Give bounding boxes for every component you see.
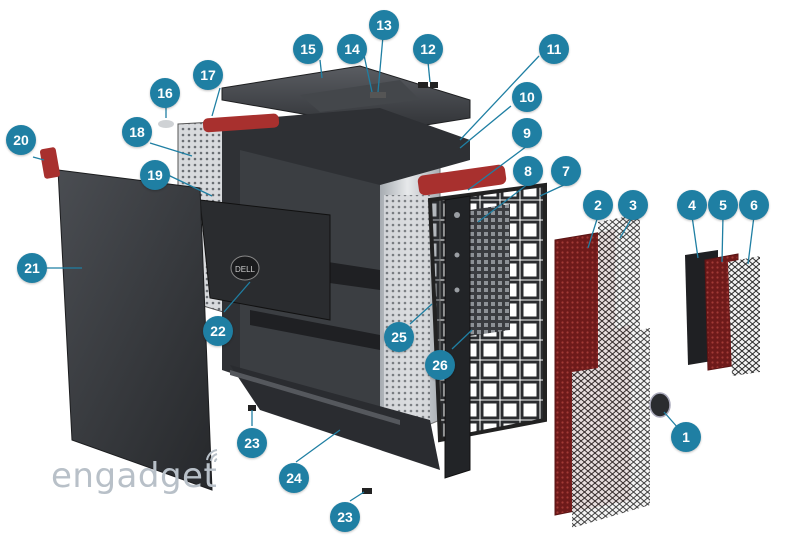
callout-21: 21 bbox=[17, 253, 47, 283]
callout-26: 26 bbox=[425, 350, 455, 380]
callout-23b: 23 bbox=[330, 502, 360, 532]
callout-19: 19 bbox=[140, 160, 170, 190]
callout-18: 18 bbox=[122, 117, 152, 147]
engadget-watermark: engadget bbox=[51, 456, 218, 496]
callout-7: 7 bbox=[551, 156, 581, 186]
callout-23a: 23 bbox=[237, 428, 267, 458]
callout-25: 25 bbox=[384, 322, 414, 352]
callout-5: 5 bbox=[708, 190, 738, 220]
callout-24: 24 bbox=[279, 463, 309, 493]
callout-22: 22 bbox=[203, 316, 233, 346]
callout-20: 20 bbox=[6, 125, 36, 155]
callout-4: 4 bbox=[677, 190, 707, 220]
callout-11: 11 bbox=[539, 34, 569, 64]
callout-12: 12 bbox=[413, 34, 443, 64]
callout-15: 15 bbox=[293, 34, 323, 64]
callout-17: 17 bbox=[193, 60, 223, 90]
callout-1: 1 bbox=[671, 422, 701, 452]
callout-8: 8 bbox=[513, 156, 543, 186]
wifi-icon bbox=[206, 449, 218, 463]
callout-3: 3 bbox=[618, 190, 648, 220]
dell-logo-text: DELL bbox=[235, 265, 256, 274]
callout-9: 9 bbox=[512, 118, 542, 148]
callout-14: 14 bbox=[337, 34, 367, 64]
callout-16: 16 bbox=[150, 78, 180, 108]
callout-2: 2 bbox=[583, 190, 613, 220]
callout-13: 13 bbox=[369, 10, 399, 40]
callout-6: 6 bbox=[739, 190, 769, 220]
callout-10: 10 bbox=[512, 82, 542, 112]
